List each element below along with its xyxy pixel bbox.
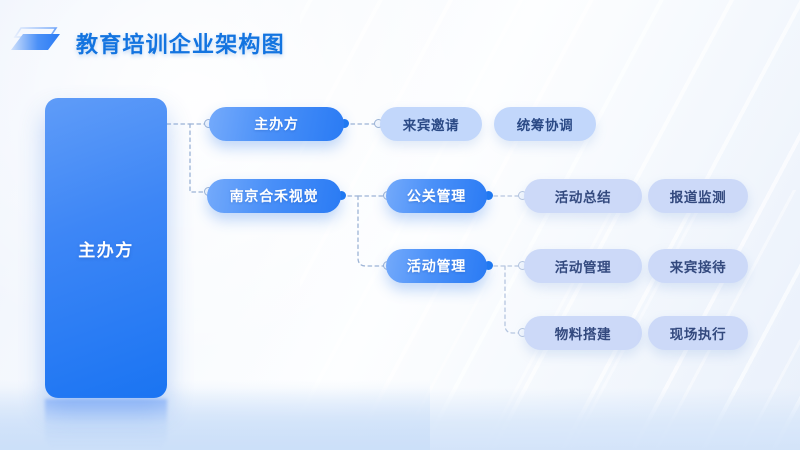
connector-dot-huodong-out xyxy=(484,261,493,270)
leaf-label: 物料搭建 xyxy=(554,327,612,342)
connector-dot-gongguan-out xyxy=(484,191,493,200)
node-label: 公关管理 xyxy=(406,188,467,204)
leaf-huodong-guanli[interactable]: 活动管理 xyxy=(524,249,642,283)
leaf-label: 来宾邀请 xyxy=(402,118,460,133)
leaf-wuliao-dajian[interactable]: 物料搭建 xyxy=(524,316,642,350)
leaf-huodong-zongjie[interactable]: 活动总结 xyxy=(524,179,642,213)
leaf-label: 现场执行 xyxy=(669,327,727,342)
page-title: 教育培训企业架构图 xyxy=(76,32,285,57)
node-label: 南京合禾视觉 xyxy=(229,188,319,204)
node-nanjing-hehe-shijue[interactable]: 南京合禾视觉 xyxy=(207,179,341,213)
root-node-zhubanfang[interactable]: 主办方 xyxy=(45,98,167,398)
leaf-baodao-jiance[interactable]: 报道监测 xyxy=(648,179,748,213)
leaf-label: 活动总结 xyxy=(554,190,612,205)
leaf-xianchang-zhixing[interactable]: 现场执行 xyxy=(648,316,748,350)
leaf-label: 来宾接待 xyxy=(669,260,727,275)
node-label: 主办方 xyxy=(254,116,299,132)
node-zhubanfang-level2[interactable]: 主办方 xyxy=(209,107,344,141)
parallelogram-logo-icon xyxy=(10,24,66,56)
node-huodong-guanli[interactable]: 活动管理 xyxy=(386,249,487,283)
leaf-label: 统筹协调 xyxy=(516,118,574,133)
node-label: 活动管理 xyxy=(406,258,467,274)
leaf-laibin-jiedai[interactable]: 来宾接待 xyxy=(648,249,748,283)
leaf-laibin-yaoqing[interactable]: 来宾邀请 xyxy=(380,107,482,141)
leaf-tongchou-xietiao[interactable]: 统筹协调 xyxy=(494,107,596,141)
connector-dot-zhubanfang-out xyxy=(340,119,349,128)
root-node-label: 主办方 xyxy=(78,240,134,260)
leaf-label: 报道监测 xyxy=(669,190,727,205)
node-gongguan-guanli[interactable]: 公关管理 xyxy=(386,179,487,213)
connector-dot-nanjing-out xyxy=(337,191,346,200)
leaf-label: 活动管理 xyxy=(554,260,612,275)
